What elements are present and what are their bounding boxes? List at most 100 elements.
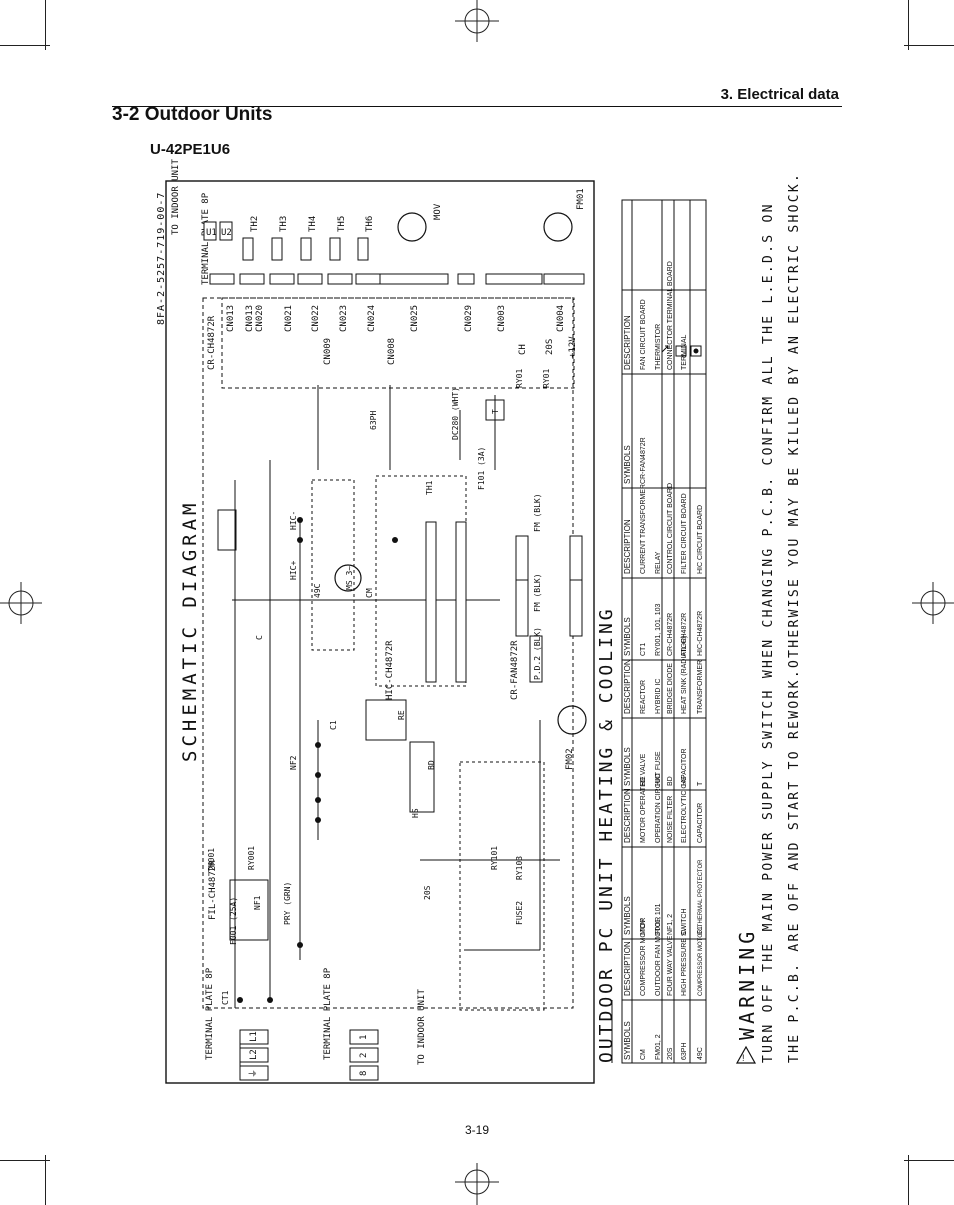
thermistor-label: TH3 — [279, 216, 289, 232]
legend-desc: CURRENT TRANSFORMER — [640, 484, 647, 574]
legend-table — [611, 199, 707, 1064]
legend-col-header: DESCRIPTION — [623, 941, 632, 996]
component-label: FM (BLK) — [533, 573, 542, 612]
page-number: 3-19 — [464, 1123, 490, 1137]
misc-labels: 63PH DC280 (WHT) F101 (3A) TH1 CM MS 3~ … — [207, 369, 551, 1005]
legend-desc: CONNECTOR TERMINAL BOARD — [667, 261, 674, 370]
connector-label: CH — [518, 344, 528, 355]
component-label: RY101 — [490, 846, 499, 870]
legend-desc: FOUR WAY VALVE — [667, 935, 674, 996]
terminal-pin-label: 8 — [359, 1071, 369, 1076]
thermistor-label: TH4 — [308, 216, 318, 232]
wiring — [217, 385, 560, 1080]
crop-mark — [904, 1160, 954, 1161]
pin-headers — [203, 221, 585, 285]
motor-symbols — [334, 212, 587, 735]
motor-label: FM01 — [576, 188, 586, 210]
connector-label: +12V — [568, 336, 578, 358]
terminal-dots — [237, 517, 398, 1003]
thermistor-icon — [661, 345, 669, 353]
legend-desc: HEAT SINK (RADIATOR) — [681, 636, 688, 714]
thermistor-label: TH5 — [337, 216, 347, 232]
legend-desc: REACTOR — [640, 680, 647, 714]
component-label: NF2 — [289, 755, 298, 770]
connector-label: CN013 — [226, 305, 236, 332]
terminal-pin-label: 1 — [359, 1035, 369, 1040]
legend-symbol: FIL-CH4872R — [681, 613, 688, 656]
legend-symbol: T — [697, 781, 704, 786]
pcb-outline — [202, 297, 574, 1009]
connector-label: CN020 — [255, 305, 265, 332]
drawing-number: 8FA-2-5257-719-00-7 — [156, 192, 167, 325]
warning-icon — [735, 1045, 757, 1064]
svg-text:!: ! — [742, 1053, 745, 1063]
connector-label: 20S — [545, 339, 555, 355]
legend-symbol: NF1, 2 — [667, 914, 674, 935]
terminal-plate-left — [239, 1029, 379, 1081]
warning-line1: TURN OFF THE MAIN POWER SUPPLY SWITCH WH… — [761, 202, 776, 1063]
legend-desc: HYBRID IC — [655, 679, 662, 714]
crop-mark — [908, 0, 909, 50]
component-label: 49C — [313, 583, 322, 598]
legend-symbol: C1 — [697, 926, 704, 935]
terminal-pin-label: L1 — [249, 1031, 259, 1042]
schematic-frame — [165, 180, 595, 1084]
legend-symbol: RE — [640, 776, 647, 786]
crop-mark — [908, 1155, 909, 1205]
legend-desc: CAPACITOR — [697, 803, 704, 843]
terminal-pin-label: ⏚ — [248, 1069, 259, 1078]
legend-symbol: FM01, 2 — [655, 1034, 662, 1060]
warning-block: ! WARNING TURN OFF THE MAIN POWER SUPPLY… — [735, 172, 802, 1064]
component-label: FM (BLK) — [533, 493, 542, 532]
legend-desc: MOTOR OPERATED VALVE — [640, 753, 647, 843]
terminal-u2: U2 — [221, 228, 232, 238]
legend-symbol: HS — [681, 776, 688, 786]
component-label: 20S — [423, 885, 432, 900]
connector-label: CN004 — [556, 305, 566, 332]
hic-label: HIC-CH4872R — [385, 640, 395, 700]
warning-line2: THE P.C.B. ARE OFF AND START TO REWORK.O… — [787, 172, 802, 1063]
component-label: RY001 — [247, 846, 256, 870]
component-label: RY103 — [515, 856, 524, 880]
legend-symbol: 20S — [667, 1047, 674, 1060]
legend-col-header: SYMBOLS — [623, 445, 632, 484]
component-label: CM — [365, 588, 374, 598]
legend-col-header: DESCRIPTION — [623, 788, 632, 843]
terminal-pin-label: 2 — [359, 1053, 369, 1058]
connector-label: CN013 — [245, 305, 255, 332]
legend-symbol: HIC-CH4872R — [697, 611, 704, 656]
terminal-u1: U1 — [206, 228, 217, 238]
connector-label: CN025 — [410, 305, 420, 332]
legend-desc: HIC CIRCUIT BOARD — [697, 505, 704, 574]
legend-symbol: 63PH — [681, 1042, 688, 1060]
component-label: 63PH — [369, 411, 378, 430]
legend-desc: ELECTROLYTIC CAPACITOR — [681, 748, 688, 843]
legend-rows: CM COMPRESSOR MOTOR MOV MOTOR OPERATED V… — [640, 261, 704, 1060]
legend-desc: TRANSFORMER — [697, 660, 704, 714]
component-label: C — [255, 635, 264, 640]
component-label: PRY (GRN) — [283, 882, 292, 925]
schematic-heading: SCHEMATIC DIAGRAM — [179, 500, 201, 762]
legend-symbol: MOV — [640, 919, 647, 935]
hic-pin-rows — [425, 521, 583, 683]
legend-symbol: HIC — [655, 774, 662, 786]
legend-desc: FAN CIRCUIT BOARD — [640, 299, 647, 370]
pcb-label: CR-CH4872R — [207, 315, 217, 370]
legend-desc: CONTROL CIRCUIT BOARD — [667, 483, 674, 574]
pcb-block — [221, 297, 575, 389]
component-label: HIC- — [289, 511, 298, 530]
legend-col-header: DESCRIPTION — [623, 659, 632, 714]
legend-desc: OUTDOOR FAN MOTOR — [655, 917, 662, 996]
model-number: U-42PE1U6 — [150, 141, 231, 158]
legend-col-header: DESCRIPTION — [623, 315, 632, 370]
component-label: P.D.2 (BLK) — [533, 627, 542, 680]
crop-mark — [45, 0, 46, 50]
connector-label: CN024 — [367, 305, 377, 332]
terminal-left2-label: TERMINAL PLATE 8P — [323, 967, 333, 1060]
legend-symbol: CT1 — [640, 643, 647, 656]
header-rule — [112, 106, 842, 107]
section-title: 3-2 Outdoor Units — [112, 104, 273, 125]
legend-col-header: SYMBOLS — [623, 747, 632, 786]
component-label: F001 (25A) — [229, 897, 238, 945]
